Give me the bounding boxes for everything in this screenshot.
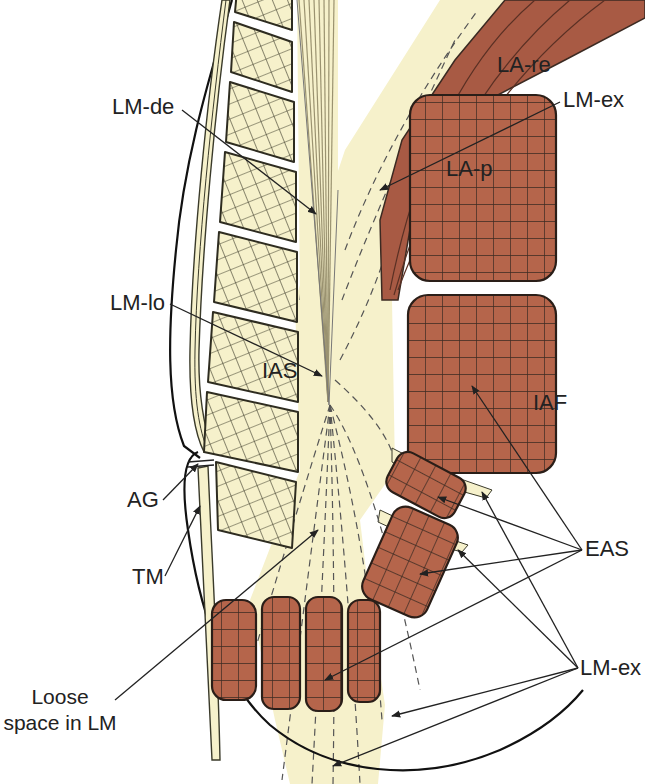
lm-descending-lines — [299, 0, 334, 402]
part-label: IAS — [262, 358, 297, 384]
ias-blocks — [204, 0, 298, 548]
part-label: LM-ex — [580, 655, 641, 681]
part-label: LA-re — [497, 52, 551, 78]
lm-outline — [297, 0, 338, 405]
part-label: EAS — [585, 536, 629, 562]
part-label: Loose space in LM — [2, 684, 118, 736]
leader-lines — [115, 102, 582, 766]
lm-descending — [297, 0, 338, 405]
anal-gland — [188, 460, 214, 467]
part-label: TM — [132, 564, 164, 590]
part-label: AG — [127, 487, 159, 513]
skin-outline — [170, 0, 232, 458]
levator-ani-re — [380, 0, 645, 300]
part-label: LA-p — [446, 156, 492, 182]
levator-ani-stripes — [390, 0, 605, 295]
skin-outline — [184, 452, 583, 770]
part-label: IAF — [533, 390, 567, 416]
part-label: LM-ex — [563, 87, 624, 113]
part-label: LM-de — [112, 94, 174, 120]
part-label: LM-lo — [110, 290, 165, 316]
